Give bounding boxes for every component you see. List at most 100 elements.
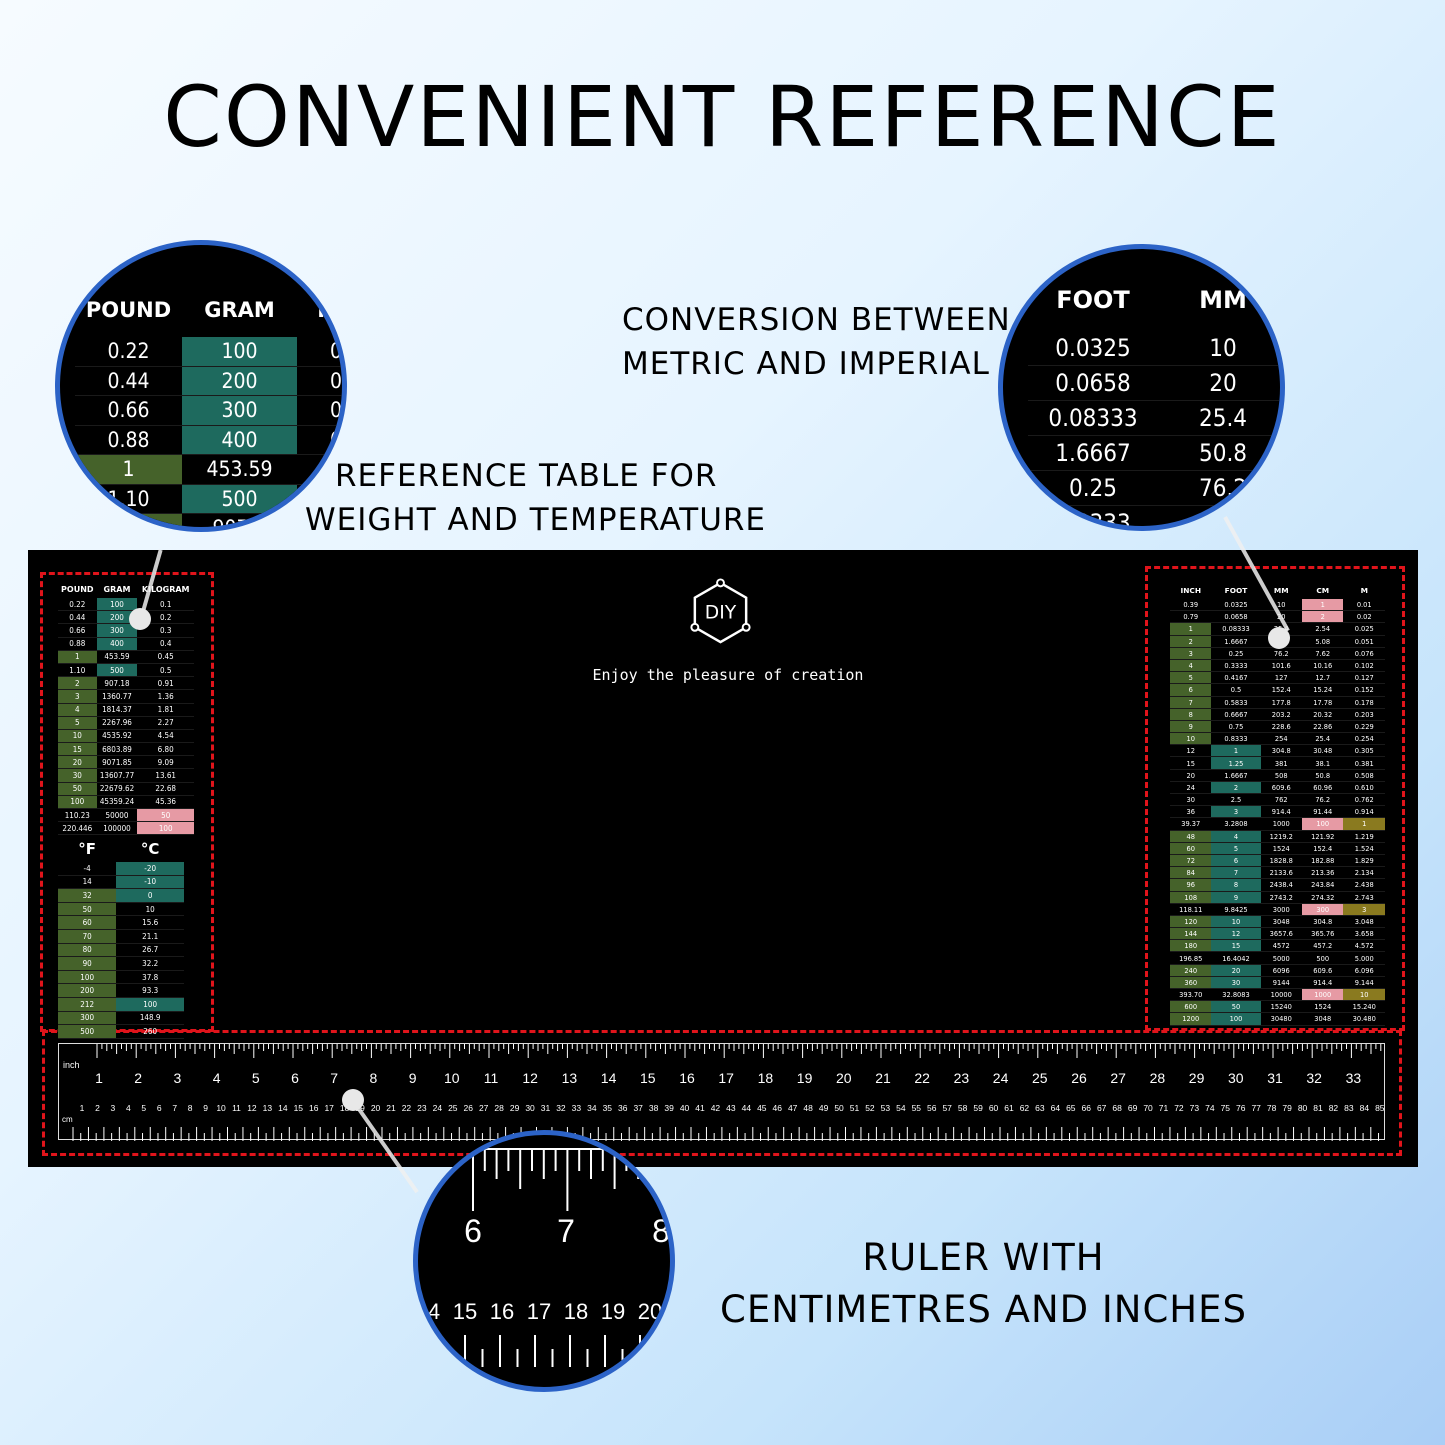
ruler-cm-label: 73 xyxy=(1189,1103,1200,1113)
ruler-cm-label: 60 xyxy=(988,1103,999,1113)
ruler-cm-label: 48 xyxy=(803,1103,813,1113)
weight-cell: 13607.77 xyxy=(96,768,138,783)
ruler-inch-label: 19 xyxy=(796,1070,813,1086)
length-cell: 15 xyxy=(1211,939,1261,953)
length-cell: 600 xyxy=(1170,1000,1212,1014)
temperature-cell: 14 xyxy=(58,875,117,890)
length-cell: 39.37 xyxy=(1170,817,1212,831)
temperature-cell: 50 xyxy=(58,902,117,917)
length-cell: 20.32 xyxy=(1302,708,1344,721)
ruler-cm-label: 78 xyxy=(1266,1103,1277,1113)
ruler-cm-label: 85 xyxy=(1375,1103,1385,1113)
ruler-cm-label: 75 xyxy=(1220,1103,1231,1113)
length-cell: 10 xyxy=(1343,988,1385,1002)
weight-cell: 1360.77 xyxy=(96,689,138,704)
length-cell: 914.4 xyxy=(1260,805,1302,819)
ruler-cm-label: 34 xyxy=(587,1103,597,1113)
length-cell: 108 xyxy=(1170,891,1212,904)
ruler-cm-label: 10 xyxy=(216,1103,226,1113)
length-cell: 0.762 xyxy=(1343,793,1385,807)
weight-header-pound: POUND xyxy=(61,584,94,594)
ruler-ticks xyxy=(72,1044,1382,1141)
length-cell: 914.4 xyxy=(1302,976,1344,990)
length-cell: 500 xyxy=(1302,951,1344,965)
weight-cell: 0.66 xyxy=(58,623,97,638)
ruler-cm-label: 15 xyxy=(293,1103,304,1113)
ruler-cm-label: 58 xyxy=(957,1103,968,1113)
length-cell: 0.08333 xyxy=(1211,622,1261,636)
temperature-cell: 26.7 xyxy=(116,943,184,958)
ruler-cm-label: 43 xyxy=(726,1103,736,1113)
length-cell: 144 xyxy=(1170,927,1212,941)
ruler-cm-label: 32 xyxy=(556,1103,566,1113)
weight-cell: 50 xyxy=(137,808,194,823)
length-cell: 10 xyxy=(1211,915,1261,929)
length-cell: 6 xyxy=(1211,854,1261,868)
length-cell: 274.32 xyxy=(1302,891,1344,904)
length-cell: 30.480 xyxy=(1343,1012,1385,1026)
ruler-inch-label: 25 xyxy=(1032,1070,1048,1086)
temperature-cell: 21.1 xyxy=(116,929,184,944)
temperature-cell: 37.8 xyxy=(116,970,184,985)
length-cell: 243.84 xyxy=(1302,878,1344,892)
ruler-cm-label: 11 xyxy=(232,1103,241,1113)
weight-cell: 2 xyxy=(58,676,97,691)
tagline: Enjoy the pleasure of creation xyxy=(592,666,864,684)
length-cell: 0.0325 xyxy=(1211,599,1261,612)
weight-header-gram: GRAM xyxy=(103,584,131,594)
zoom-length-cell: 10 xyxy=(1158,331,1280,366)
caption-weight-line-2: WEIGHT AND TEMPERATURE xyxy=(305,502,767,538)
weight-cell: 1814.37 xyxy=(96,703,138,717)
ruler-inch-label: 14 xyxy=(600,1070,617,1086)
weight-cell: 4.54 xyxy=(137,729,194,744)
temperature-cell: 500 xyxy=(58,1024,117,1039)
ruler-cm-label: 13 xyxy=(262,1103,273,1113)
ruler-cm-label: 71 xyxy=(1158,1103,1169,1113)
temperature-cell: 300 xyxy=(58,1011,117,1026)
ruler-inch-label: 6 xyxy=(291,1070,299,1086)
length-cell: 3000 xyxy=(1260,903,1302,916)
ruler-cm-label: 51 xyxy=(849,1103,860,1113)
length-cell: 17.78 xyxy=(1302,696,1344,709)
length-cell: 5.000 xyxy=(1343,951,1385,965)
length-cell: 1.25 xyxy=(1211,756,1261,770)
weight-cell: 220.446 xyxy=(58,821,97,836)
length-header-m: M xyxy=(1360,586,1368,595)
ruler-inch-label: 21 xyxy=(875,1070,891,1086)
weight-cell: 100 xyxy=(58,795,97,810)
zoom-weight-cell: 500 xyxy=(182,484,297,514)
length-cell: 127 xyxy=(1260,671,1302,685)
length-cell: 254 xyxy=(1260,732,1302,746)
zoom-ruler-cm-label: 16 xyxy=(489,1299,515,1324)
length-cell: 0.3333 xyxy=(1211,659,1261,673)
ruler-cm-label: 56 xyxy=(927,1103,937,1113)
weight-cell: 1.10 xyxy=(58,663,97,678)
ruler-cm-label: 64 xyxy=(1050,1103,1061,1113)
length-cell: 20 xyxy=(1211,964,1261,977)
length-cell: 10 xyxy=(1260,599,1302,612)
ruler-cm-label: 24 xyxy=(432,1103,443,1113)
length-cell: 30 xyxy=(1211,976,1261,990)
ruler-cm-label: 40 xyxy=(679,1103,690,1113)
zoom-weight-cell: 200 xyxy=(182,366,297,396)
